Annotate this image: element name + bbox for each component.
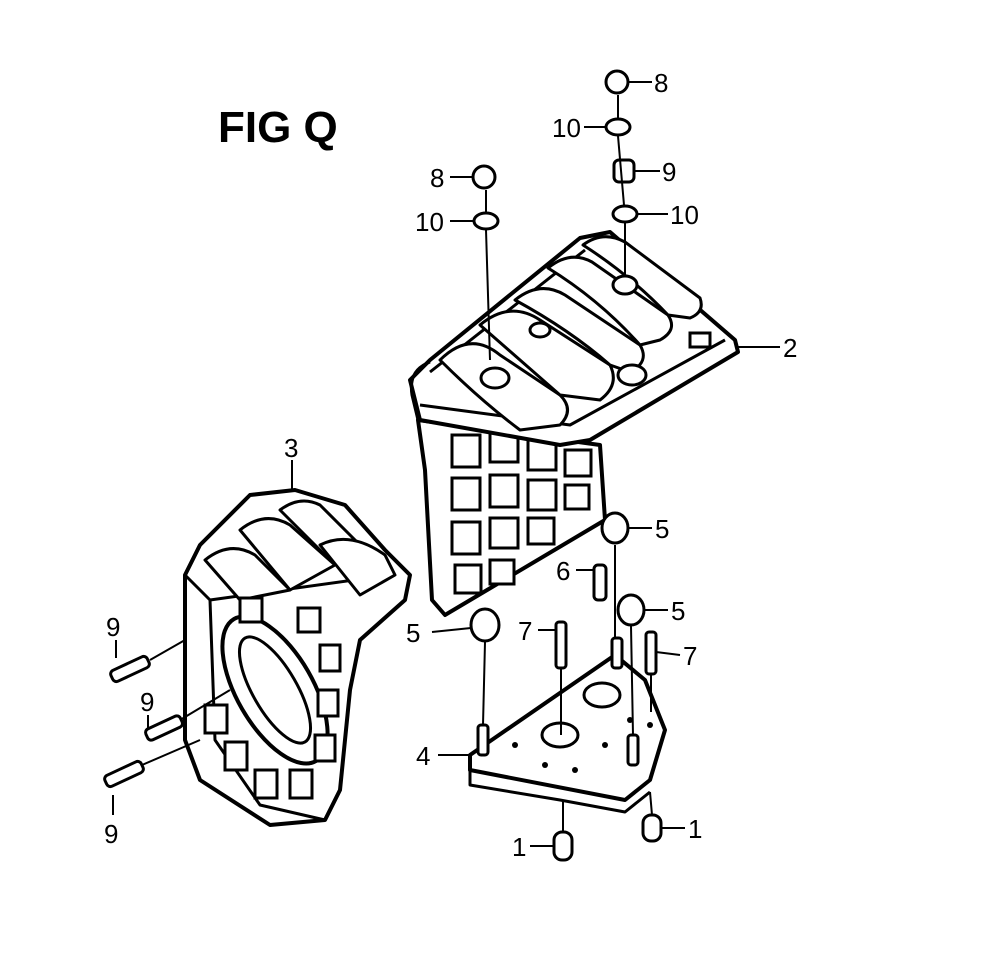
nut-8-left — [471, 164, 497, 190]
callout-4: 4 — [416, 741, 430, 771]
callout-5-upper: 5 — [655, 514, 669, 544]
callout-1-right: 1 — [688, 814, 702, 844]
side-mount — [183, 488, 412, 827]
callout-10-top: 10 — [552, 113, 581, 143]
callout-5-left: 5 — [406, 618, 420, 648]
callout-9-upper: 9 — [106, 612, 120, 642]
callout-1-left: 1 — [512, 832, 526, 862]
callouts: 8 10 8 9 10 10 2 3 5 6 5 5 7 — [104, 68, 797, 862]
callout-2: 2 — [783, 333, 797, 363]
callout-8-right: 9 — [662, 157, 676, 187]
callout-5-right: 5 — [671, 596, 685, 626]
figure-title: FIG Q — [218, 103, 338, 152]
rubber-mount-5-left — [469, 607, 501, 643]
callout-8-left: 8 — [430, 163, 444, 193]
cap-1-left — [552, 830, 574, 862]
nut-8-right — [612, 158, 636, 184]
rubber-mount-5-upper — [600, 511, 630, 545]
bolt-6 — [592, 563, 608, 602]
bolt-7-right — [644, 630, 658, 676]
upper-mount-bracket — [408, 230, 740, 617]
washer-10-right — [611, 204, 639, 224]
bolt-9-lower — [103, 759, 145, 789]
callout-7-left: 7 — [518, 616, 532, 646]
callout-9-middle: 9 — [140, 687, 154, 717]
washer-10-top — [604, 117, 632, 137]
bolt-9-upper — [109, 654, 151, 684]
bolt-9-middle — [144, 714, 184, 742]
cap-1-right — [641, 813, 663, 843]
callout-10-right: 10 — [670, 200, 699, 230]
callout-8-top: 8 — [654, 68, 668, 98]
washer-10-left — [472, 211, 500, 231]
callout-3: 3 — [284, 433, 298, 463]
rubber-mount-5-right — [616, 593, 646, 627]
callout-6: 6 — [556, 556, 570, 586]
nut-8-top — [604, 69, 630, 95]
callout-10-left: 10 — [415, 207, 444, 237]
bolt-7-left — [554, 620, 568, 670]
base-plate — [468, 653, 667, 814]
callout-7-right: 7 — [683, 641, 697, 671]
callout-9-lower: 9 — [104, 819, 118, 849]
